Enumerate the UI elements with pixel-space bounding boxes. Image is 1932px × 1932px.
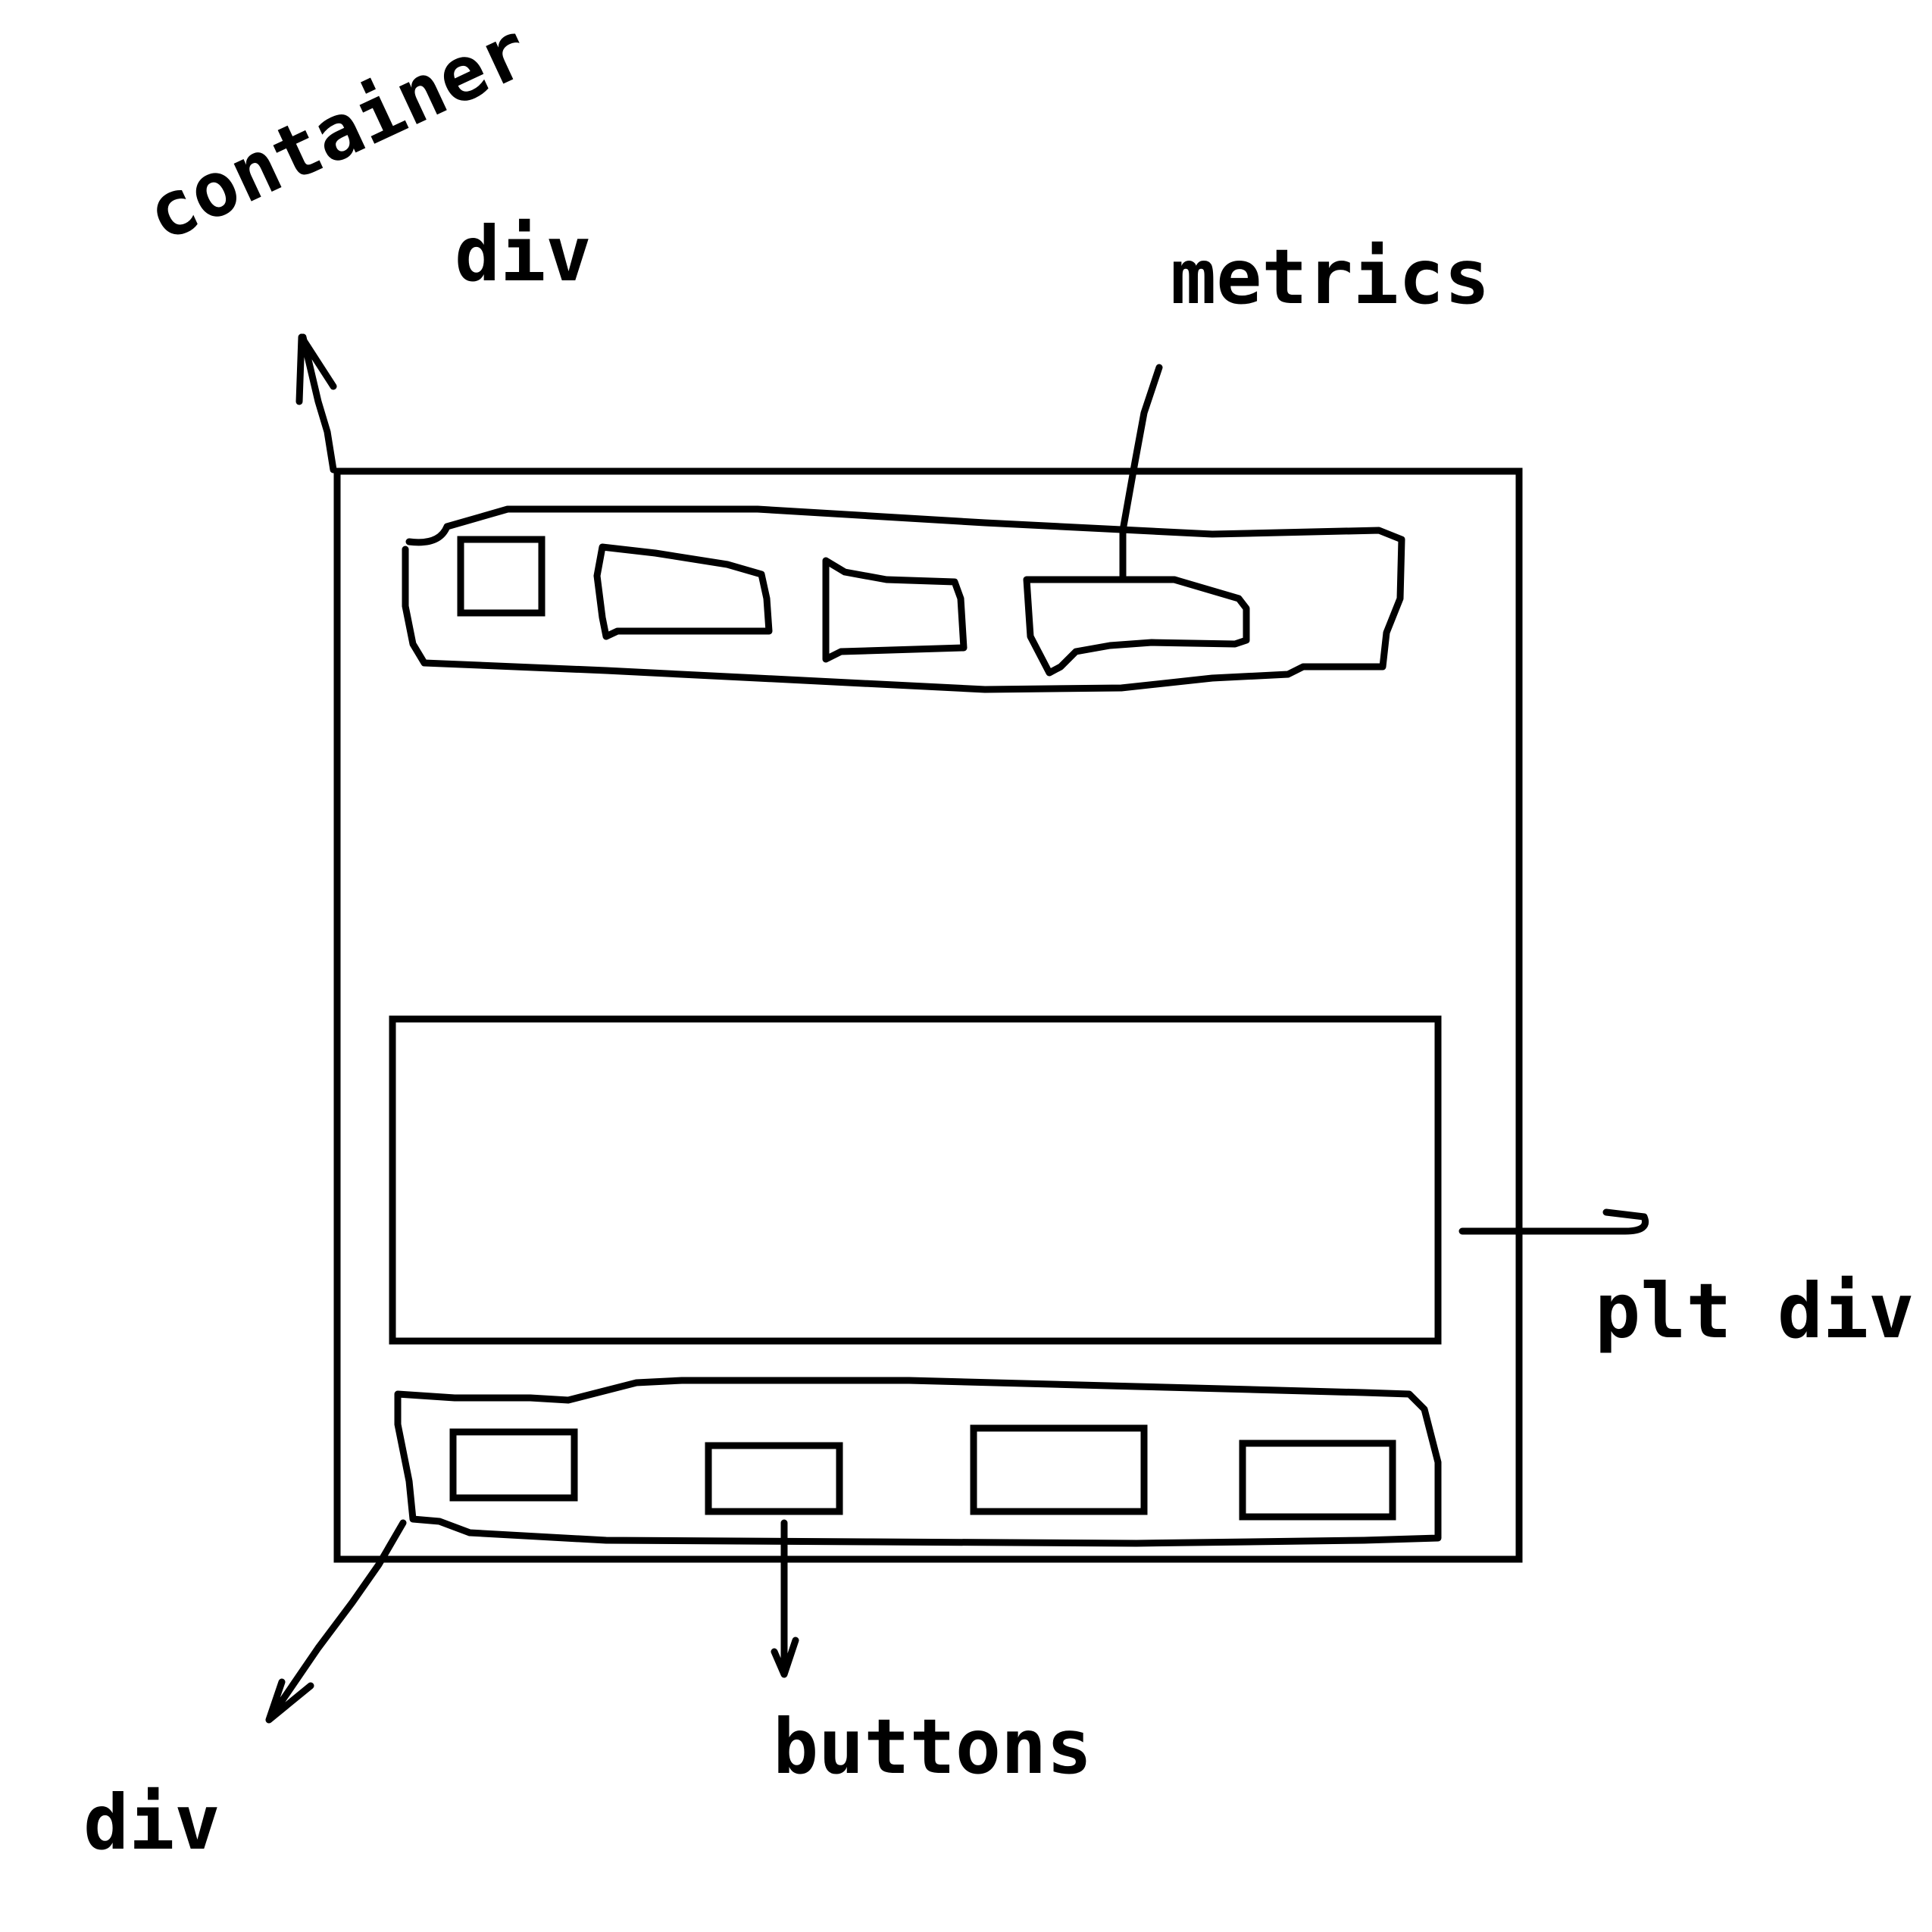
button-4[interactable]	[1239, 1440, 1396, 1521]
plot-label: plt div	[1595, 1267, 1914, 1355]
button-2[interactable]	[705, 1442, 843, 1515]
button-3[interactable]	[970, 1424, 1148, 1515]
metric-box-2	[593, 543, 773, 640]
buttons-arrow	[771, 1519, 799, 1678]
buttons-group	[449, 1424, 1396, 1521]
metric-box-4	[1023, 576, 1250, 677]
metrics-strip	[402, 505, 1405, 693]
metric-box-3	[822, 557, 968, 663]
buttons-strip	[394, 1377, 1442, 1547]
plot-arrow	[1458, 1208, 1649, 1235]
metric-box-1	[457, 536, 546, 617]
button-1[interactable]	[449, 1428, 578, 1502]
metrics-group	[457, 536, 1250, 677]
metrics-label: metrics	[1171, 233, 1490, 321]
buttons-label: buttons	[773, 1702, 1092, 1791]
bottom-div-arrow	[265, 1519, 407, 1724]
container-box	[333, 467, 1523, 1563]
metrics-arrow	[1119, 364, 1163, 580]
bottom-div-label: div	[83, 1778, 220, 1867]
container-div-label: div	[455, 210, 592, 299]
plot-box	[389, 1015, 1442, 1345]
container-arrow	[295, 333, 337, 474]
